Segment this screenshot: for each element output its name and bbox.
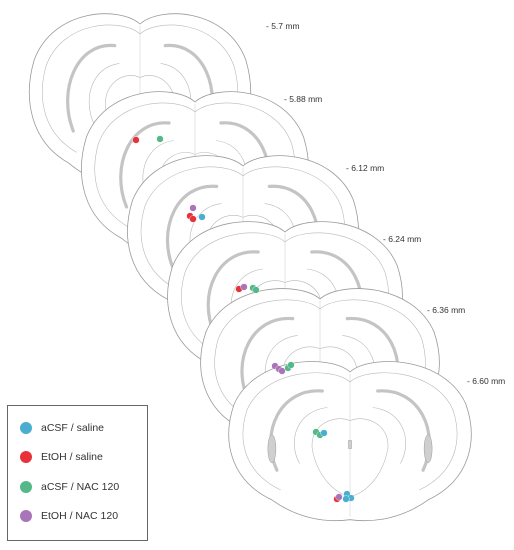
legend: aCSF / saline EtOH / saline aCSF / NAC 1… [7,405,148,541]
midbrain-region [311,418,389,497]
depth-label: - 5.7 mm [266,21,300,31]
placement-marker [287,361,295,369]
legend-dot-icon [20,451,32,463]
legend-dot-icon [20,422,32,434]
lateral-ventricle-left [267,434,277,463]
depth-label: - 6.60 mm [467,376,505,386]
ventricle [348,440,352,449]
legend-label: aCSF / NAC 120 [41,481,120,493]
placement-marker [198,213,206,221]
placement-marker [240,283,248,291]
placement-markers [132,135,355,503]
legend-item-etoh-nac120: EtOH / NAC 120 [20,508,118,524]
legend-item-etoh-saline: EtOH / saline [20,449,103,465]
depth-label: - 6.24 mm [383,234,421,244]
sections-layer [29,13,472,522]
legend-item-acsf-saline: aCSF / saline [20,420,104,436]
legend-dot-icon [20,510,32,522]
placement-marker [342,495,350,503]
placement-marker [335,493,343,501]
cortex-contour [242,372,458,491]
placement-marker [278,367,286,375]
lateral-ventricle-right [423,434,433,463]
brain-section [228,361,472,522]
depth-label: - 6.36 mm [427,305,465,315]
legend-dot-icon [20,481,32,493]
legend-label: EtOH / NAC 120 [41,510,119,522]
placement-marker [156,135,164,143]
placement-marker [320,429,328,437]
inner-structure [294,407,406,464]
legend-label: aCSF / saline [41,422,105,434]
depth-label: - 5.88 mm [284,94,322,104]
placement-marker [252,286,260,294]
legend-label: EtOH / saline [41,451,103,463]
placement-marker [189,215,197,223]
depth-label: - 6.12 mm [346,163,384,173]
placement-marker [132,136,140,144]
depth-labels-layer: - 5.7 mm - 5.88 mm - 6.12 mm - 6.24 mm - 6.3… [266,21,505,386]
legend-item-acsf-nac120: aCSF / NAC 120 [20,479,119,495]
placement-marker [189,204,197,212]
